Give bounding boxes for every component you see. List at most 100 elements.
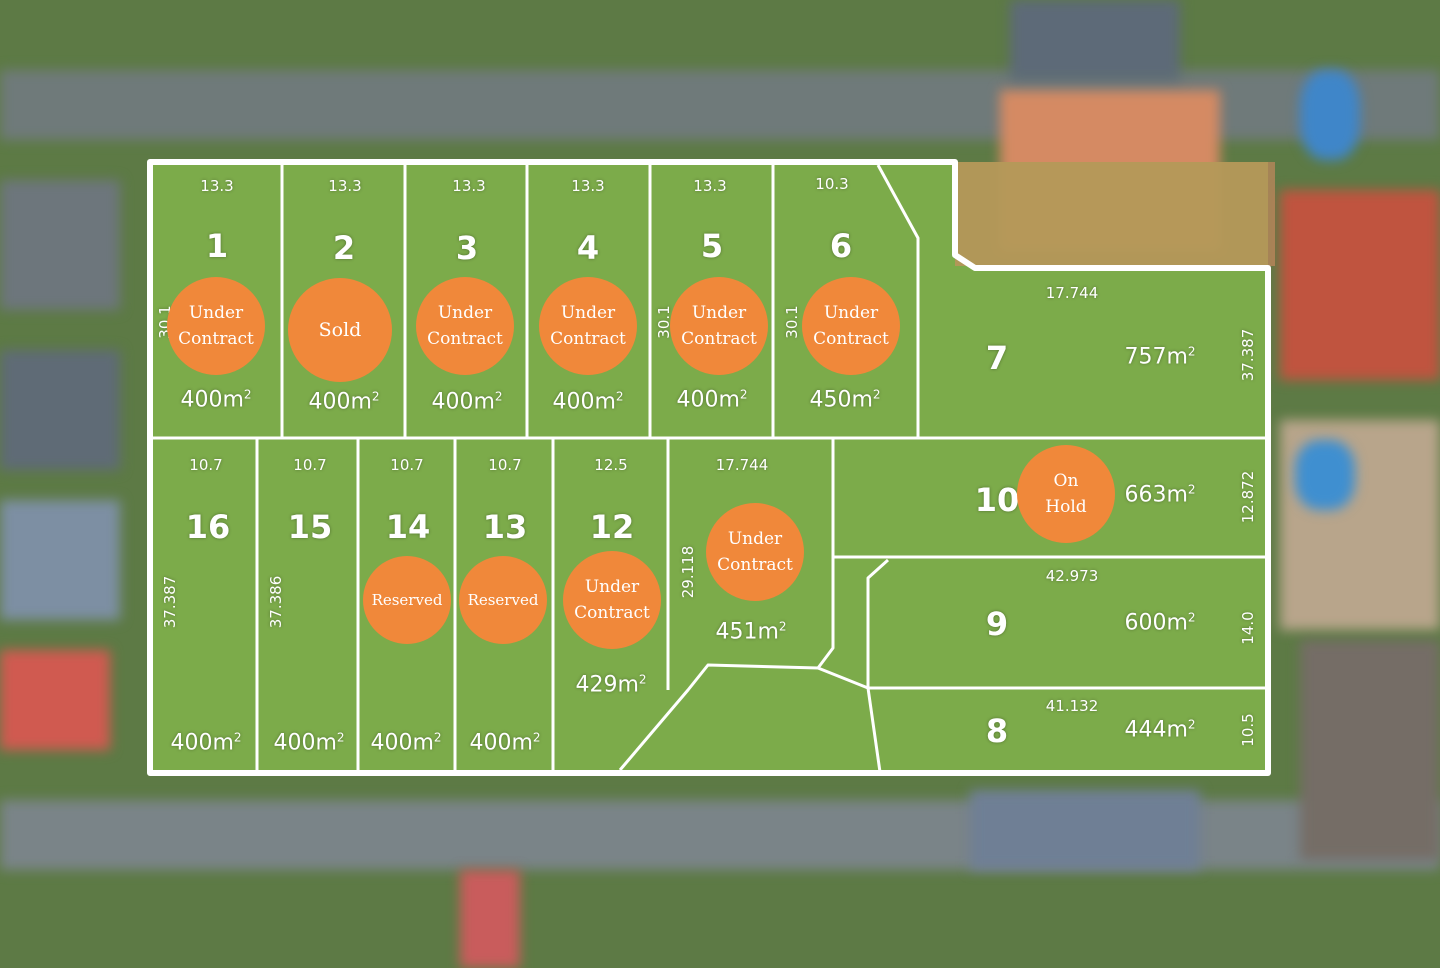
area-unit: 2	[1187, 717, 1196, 732]
area-unit: 2	[233, 730, 242, 745]
lot-2-area: 400m2	[308, 389, 379, 414]
area-unit: 2	[371, 389, 380, 404]
lot-3-area: 400m2	[431, 389, 502, 414]
area-value: 400m	[676, 387, 740, 413]
lot-8-area: 444m2	[1124, 717, 1195, 742]
lot-5-frontage: 13.3	[693, 177, 727, 195]
lot-12-frontage: 12.5	[594, 456, 628, 474]
lot-1-number: 1	[205, 227, 229, 265]
area-unit: 2	[494, 389, 503, 404]
area-value: 451m	[715, 619, 779, 645]
lot-6-area: 450m2	[809, 387, 880, 412]
area-unit: 2	[638, 672, 647, 687]
area-unit: 2	[1187, 482, 1196, 497]
lot-4-number: 4	[576, 229, 600, 267]
lot-6-depth: 30.1	[783, 305, 801, 339]
lot-7-number: 7	[985, 339, 1009, 377]
lot-16-area: 400m2	[170, 730, 241, 755]
area-unit: 2	[336, 730, 345, 745]
lot-12-area: 429m2	[575, 672, 646, 697]
lot-16-depth: 37.387	[161, 575, 179, 629]
area-value: 400m	[170, 730, 234, 756]
area-unit: 2	[1187, 344, 1196, 359]
lot-1-frontage: 13.3	[200, 177, 234, 195]
lot-5-area: 400m2	[676, 387, 747, 412]
lot-10-area: 663m2	[1124, 482, 1195, 507]
lot-14-number: 14	[385, 508, 431, 546]
lot-9-number: 9	[985, 605, 1009, 643]
lot-2-frontage: 13.3	[328, 177, 362, 195]
lot-15-number: 15	[287, 508, 333, 546]
area-unit: 2	[872, 387, 881, 402]
lot-14-status-badge[interactable]: Reserved	[363, 556, 451, 644]
lot-3-number: 3	[455, 229, 479, 267]
lot-5-number: 5	[700, 227, 724, 265]
area-value: 429m	[575, 672, 639, 698]
lot-10-depth: 12.872	[1239, 470, 1257, 524]
lot-7-area: 757m2	[1124, 344, 1195, 369]
area-value: 400m	[552, 389, 616, 415]
lot-15-depth: 29.118	[679, 545, 697, 599]
lot-6-frontage: 10.3	[815, 175, 849, 193]
lot-9-depth: 14.0	[1239, 611, 1257, 645]
lot-15-frontage: 17.744	[715, 456, 769, 474]
lot-15-area: 400m2	[273, 730, 344, 755]
area-value: 400m	[180, 387, 244, 413]
lot-6-number: 6	[829, 227, 853, 265]
lot-13-frontage: 10.7	[488, 456, 522, 474]
area-unit: 2	[739, 387, 748, 402]
area-value: 400m	[469, 730, 533, 756]
lot-16-number: 16	[185, 508, 231, 546]
area-value: 400m	[370, 730, 434, 756]
area-value: 400m	[273, 730, 337, 756]
lot-12-number: 12	[589, 508, 635, 546]
area-value: 400m	[431, 389, 495, 415]
lot-14-area: 400m2	[370, 730, 441, 755]
lot-4-area: 400m2	[552, 389, 623, 414]
lot-13-status-badge[interactable]: Reserved	[459, 556, 547, 644]
lot-4-frontage: 13.3	[571, 177, 605, 195]
area-unit: 2	[1187, 610, 1196, 625]
lot-8-frontage: 41.132	[1045, 697, 1099, 715]
lot-16-frontage: 10.7	[189, 456, 223, 474]
lot-9-area: 600m2	[1124, 610, 1195, 635]
lot-14-frontage: 10.7	[390, 456, 424, 474]
area-value: 450m	[809, 387, 873, 413]
lot-15-frontage: 10.7	[293, 456, 327, 474]
area-value: 600m	[1124, 610, 1188, 636]
lot-2-status-badge[interactable]: Sold	[288, 278, 392, 382]
lot-8-depth: 10.5	[1239, 713, 1257, 747]
lot-9-frontage: 42.973	[1045, 567, 1099, 585]
area-value: 757m	[1124, 344, 1188, 370]
area-unit: 2	[532, 730, 541, 745]
lot-15-depth: 37.386	[267, 575, 285, 629]
lot-3-frontage: 13.3	[452, 177, 486, 195]
area-unit: 2	[778, 619, 787, 634]
area-value: 663m	[1124, 482, 1188, 508]
area-value: 400m	[308, 389, 372, 415]
lot-1-area: 400m2	[180, 387, 251, 412]
lot-15-area: 451m2	[715, 619, 786, 644]
lot-13-number: 13	[482, 508, 528, 546]
area-unit: 2	[243, 387, 252, 402]
lot-7-frontage: 17.744	[1045, 284, 1099, 302]
area-value: 444m	[1124, 717, 1188, 743]
area-unit: 2	[615, 389, 624, 404]
